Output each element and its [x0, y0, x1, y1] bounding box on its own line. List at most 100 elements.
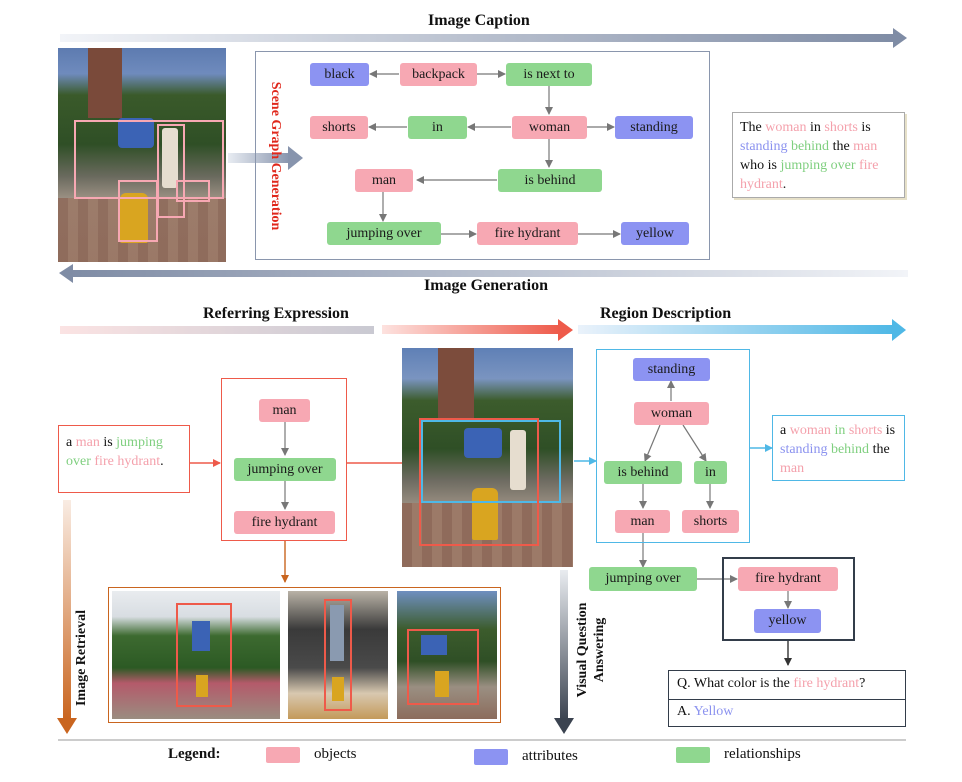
sg-node-is-next-to: is next to — [506, 63, 592, 86]
region-graph-edges — [639, 380, 792, 609]
vqa-node-jumping-over: jumping over — [589, 567, 697, 591]
retrieval-bbox-2 — [324, 599, 352, 711]
retrieval-photo-2 — [288, 591, 388, 719]
answer-prefix: A. — [677, 704, 691, 719]
referring-expression-arrow — [60, 319, 573, 341]
reg-node-shorts: shorts — [682, 510, 739, 533]
question-suffix: ? — [859, 676, 866, 691]
reg-w1: a — [780, 423, 787, 438]
caption-w5: is — [861, 120, 871, 135]
reg-node-woman: woman — [634, 402, 709, 425]
reg-w2: woman — [789, 423, 831, 438]
man-shape — [118, 118, 154, 148]
reg-node-man: man — [615, 510, 670, 533]
ref-w6: fire hydrant — [94, 454, 161, 469]
sg-node-black: black — [310, 63, 369, 86]
legend-swatch-relationships — [676, 747, 710, 763]
bbox-backpack — [176, 180, 210, 202]
hydrant-shape — [435, 671, 449, 697]
caption-w11: jumping over — [780, 158, 856, 173]
sg-node-in: in — [408, 116, 467, 139]
vqa-node-fire-hydrant: fire hydrant — [738, 567, 838, 591]
question-object: fire hydrant — [793, 676, 860, 691]
bbox-woman — [157, 124, 185, 218]
reg-w7: behind — [830, 442, 870, 457]
question-line: Q. What color is the fire hydrant? — [677, 676, 865, 692]
retrieval-bbox-1 — [176, 603, 232, 707]
retrieval-photo-3 — [397, 591, 497, 719]
reg-w6: standing — [780, 442, 828, 457]
building-shape — [88, 48, 122, 118]
bbox-man — [74, 120, 224, 199]
woman-shape — [162, 128, 178, 188]
person-shape — [330, 605, 344, 661]
sg-node-backpack: backpack — [400, 63, 477, 86]
ref-node-man: man — [259, 399, 310, 422]
question-prefix: Q. What color is the — [677, 676, 790, 691]
bbox-hydrant — [118, 180, 158, 242]
answer-value: Yellow — [693, 704, 734, 719]
ref-w7: . — [160, 454, 164, 469]
title-image-retrieval: Image Retrieval — [74, 609, 89, 707]
vqa-arrow — [554, 570, 574, 734]
retrieval-photo-1 — [112, 591, 280, 719]
title-image-caption: Image Caption — [428, 12, 530, 29]
hydrant-shape — [120, 193, 148, 243]
caption-w3: in — [809, 120, 821, 135]
legend-relationships: relationships — [724, 746, 801, 762]
caption-box: The woman in shorts is standing behind t… — [732, 112, 905, 198]
ref-w5: over — [66, 454, 91, 469]
caption-w6: standing — [740, 139, 788, 154]
scene-photo — [58, 48, 226, 262]
ref-w3: is — [103, 435, 113, 450]
title-vqa: Visual Question Answering — [575, 602, 607, 698]
man-shape — [421, 635, 447, 655]
qa-box: Q. What color is the fire hydrant? A. Ye… — [668, 670, 906, 727]
reg-node-standing: standing — [633, 358, 710, 381]
image-generation-arrow — [59, 264, 908, 283]
region-description-arrow — [578, 319, 906, 341]
legend-attributes: attributes — [522, 748, 578, 764]
reg-w9: man — [780, 461, 805, 476]
vqa-graph-box — [722, 557, 855, 641]
scene-graph-edges — [368, 70, 621, 238]
vqa-node-yellow: yellow — [754, 609, 821, 633]
sg-node-fire-hydrant: fire hydrant — [477, 222, 578, 245]
ref-node-fire-hydrant: fire hydrant — [234, 511, 335, 534]
hydrant-shape — [196, 675, 208, 697]
reg-w3: in — [834, 423, 846, 438]
title-referring-expression: Referring Expression — [203, 305, 349, 322]
referring-graph-box — [221, 378, 347, 541]
title-region-description: Region Description — [600, 305, 732, 322]
scene-graph-box — [255, 51, 710, 260]
caption-w4: shorts — [824, 120, 858, 135]
image-retrieval-label-wrap: Image Retrieval — [72, 596, 92, 720]
ref-w4: jumping — [116, 435, 163, 450]
answer-line: A. Yellow — [677, 704, 733, 720]
caption-w8: the — [832, 139, 850, 154]
middle-photo — [402, 348, 573, 567]
reg-node-is-behind: is behind — [604, 461, 682, 484]
reg-node-in: in — [694, 461, 727, 484]
caption-w1: The — [740, 120, 762, 135]
qa-divider — [669, 699, 905, 700]
ref-w2: man — [75, 435, 100, 450]
legend-objects: objects — [314, 746, 357, 762]
image-caption-arrow — [60, 28, 907, 48]
region-text-box: a woman in shorts is standing behind the… — [772, 415, 905, 481]
legend-swatch-attributes — [474, 749, 508, 765]
caption-w7: behind — [790, 139, 830, 154]
caption-w12: fire — [859, 158, 879, 173]
sg-node-is-behind: is behind — [498, 169, 602, 192]
sg-node-yellow: yellow — [621, 222, 689, 245]
bbox-referring — [419, 418, 539, 546]
legend-label: Legend: — [168, 746, 221, 762]
ref-w1: a — [66, 435, 73, 450]
photo-to-graph-arrow — [228, 146, 303, 170]
hydrant-shape — [472, 488, 498, 540]
reg-w4: shorts — [848, 423, 883, 438]
caption-w14: . — [782, 177, 787, 192]
title-image-generation: Image Generation — [424, 277, 548, 294]
ref-node-jumping-over: jumping over — [234, 458, 336, 481]
hydrant-shape — [332, 677, 344, 701]
